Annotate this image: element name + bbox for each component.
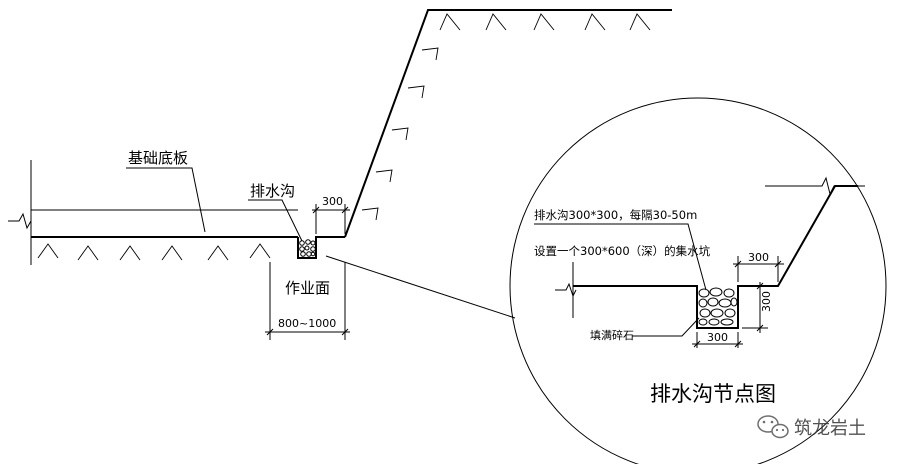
ditch-outline [297, 236, 345, 259]
drain-ditch-label: 排水沟 [250, 182, 295, 200]
detail-title: 排水沟节点图 [650, 382, 776, 406]
detail-top-break [765, 176, 865, 196]
foundation-slab-label: 基础底板 [128, 149, 188, 167]
detail-note-leader [534, 223, 707, 291]
ditch-leader [248, 199, 303, 242]
detail-depth-dim: 300 [760, 291, 773, 312]
watermark: 筑龙岩土 [757, 415, 866, 439]
gravel-label: 填满碎石 [590, 328, 634, 342]
work-face-label: 作业面 [285, 279, 330, 297]
ditch-offset-dimension [312, 204, 350, 234]
work-face-dimension [265, 262, 350, 340]
detail-note-line1: 排水沟300*300，每隔30-50m [534, 208, 697, 222]
work-face-width-dim: 800~1000 [278, 317, 336, 330]
detail-note-line2: 设置一个300*600（深）的集水坑 [534, 244, 711, 258]
main-section: 基础底板 排水沟 300 作业面 800~1000 [8, 9, 672, 340]
detail-circle [509, 97, 887, 464]
drain-ditch [297, 236, 345, 259]
detail-width-dim: 300 [707, 331, 728, 344]
break-symbol [8, 212, 32, 230]
detail-offset-dim: 300 [748, 251, 769, 264]
watermark-text: 筑龙岩土 [794, 418, 866, 439]
gravel-leader [632, 317, 700, 337]
detail-depth-dimension [742, 282, 768, 333]
detail-gravel [698, 287, 738, 326]
detail-offset-dimension [733, 256, 784, 282]
detail-view: 排水沟300*300，每隔30-50m 设置一个300*600（深）的集水坑 填… [509, 97, 887, 464]
detail-ground-profile [573, 185, 858, 329]
detail-break-symbol [555, 282, 577, 298]
ground-hatching [37, 243, 271, 261]
detail-callout-line [325, 255, 516, 319]
excavation-slope [344, 9, 672, 238]
slab-leader [126, 167, 206, 233]
wechat-icon [757, 415, 789, 439]
ditch-offset-dim: 300 [322, 195, 343, 208]
detail-width-dimension [692, 332, 743, 348]
ditch-gravel [299, 239, 316, 257]
slope-hatching [361, 13, 651, 221]
